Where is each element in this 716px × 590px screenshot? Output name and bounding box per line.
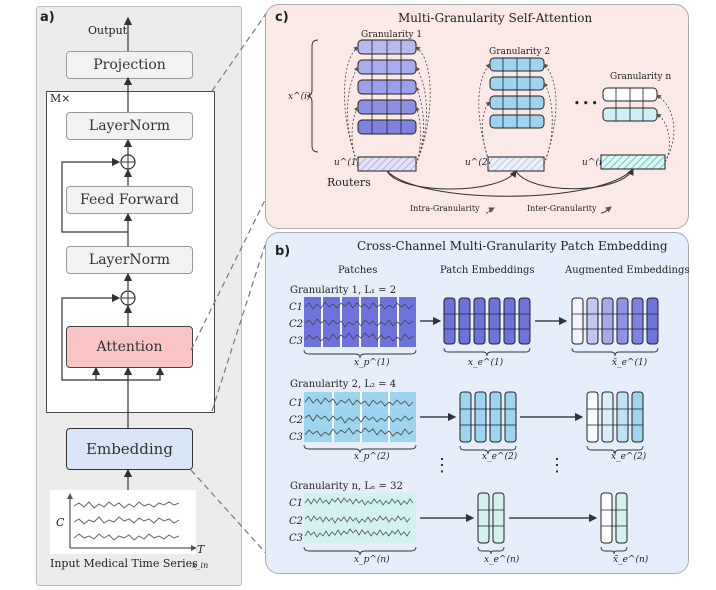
layernorm-top-label: LayerNorm — [88, 118, 171, 134]
col-augmented-embeddings-header: Augmented Embeddings — [565, 265, 690, 276]
feed-forward-label: Feed Forward — [80, 192, 179, 208]
panel-b-title: Cross-Channel Multi-Granularity Patch Em… — [357, 239, 668, 253]
input-symbol: x_in — [192, 561, 209, 570]
rown-xp: x_p^(n) — [354, 555, 390, 565]
u2-symbol: u^(2) — [465, 158, 492, 168]
repeat-label: M× — [50, 92, 71, 105]
granularity-1-title: Granularity 1 — [361, 30, 423, 40]
routers-label: Routers — [327, 176, 371, 189]
rown-channel-c2: C2 — [289, 516, 304, 527]
inter-granularity-label: Inter-Granularity — [527, 204, 597, 213]
layernorm-top-block: LayerNorm — [66, 112, 193, 140]
x-i-symbol: x^(i) — [288, 92, 311, 102]
projection-label: Projection — [93, 57, 166, 73]
row2-channel-c1: C1 — [289, 398, 304, 409]
col-patches-header: Patches — [338, 265, 378, 276]
embedding-block: Embedding — [66, 428, 193, 470]
axis-t-label: T — [197, 543, 205, 556]
rown-channel-c3: C3 — [289, 533, 304, 544]
row1-channel-c1: C1 — [289, 302, 304, 313]
panel-b-label: b) — [275, 244, 291, 259]
vdots-middle: ⋮ — [433, 455, 451, 476]
attention-block: Attention — [66, 326, 193, 368]
row2-xa: x̃_e^(2) — [611, 452, 647, 462]
row2-title: Granularity 2, L₂ = 4 — [290, 379, 397, 390]
panel-a-label: a) — [40, 10, 55, 25]
row2-channel-c2: C2 — [289, 415, 304, 426]
granularity-ellipsis: • • • — [574, 99, 598, 109]
row2-xp: x_p^(2) — [354, 452, 390, 462]
intra-granularity-label: Intra-Granularity — [410, 204, 480, 213]
panel-c-title: Multi-Granularity Self-Attention — [398, 11, 593, 25]
attention-label: Attention — [96, 339, 163, 355]
row1-xa: x̃_e^(1) — [612, 358, 648, 368]
u1-symbol: u^(1) — [334, 158, 361, 168]
vdots-right: ⋮ — [548, 455, 566, 476]
row1-channel-c3: C3 — [289, 336, 304, 347]
input-caption: Input Medical Time Series — [50, 557, 198, 570]
granularity-2-title: Granularity 2 — [489, 47, 551, 57]
rown-xa: x̃_e^(n) — [613, 555, 649, 565]
row2-channel-c3: C3 — [289, 432, 304, 443]
col-patch-embeddings-header: Patch Embeddings — [440, 265, 535, 276]
un-symbol: u^(n) — [582, 158, 609, 168]
feed-forward-block: Feed Forward — [66, 186, 193, 214]
panel-c-label: c) — [275, 10, 289, 25]
rown-channel-c1: C1 — [289, 498, 304, 509]
row1-xe: x_e^(1) — [468, 358, 504, 368]
row1-xp: x_p^(1) — [354, 358, 390, 368]
output-label: Output — [88, 24, 128, 37]
row2-xe: x_e^(2) — [482, 452, 518, 462]
layernorm-bottom-block: LayerNorm — [66, 246, 193, 274]
row1-channel-c2: C2 — [289, 319, 304, 330]
rown-title: Granularity n, Lₙ = 32 — [290, 481, 403, 492]
rown-xe: x_e^(n) — [484, 555, 520, 565]
row1-title: Granularity 1, L₁ = 2 — [290, 285, 397, 296]
layernorm-bottom-label: LayerNorm — [88, 252, 171, 268]
axis-c-label: C — [56, 516, 65, 529]
granularity-n-title: Granularity n — [610, 72, 672, 82]
embedding-label: Embedding — [86, 440, 173, 458]
